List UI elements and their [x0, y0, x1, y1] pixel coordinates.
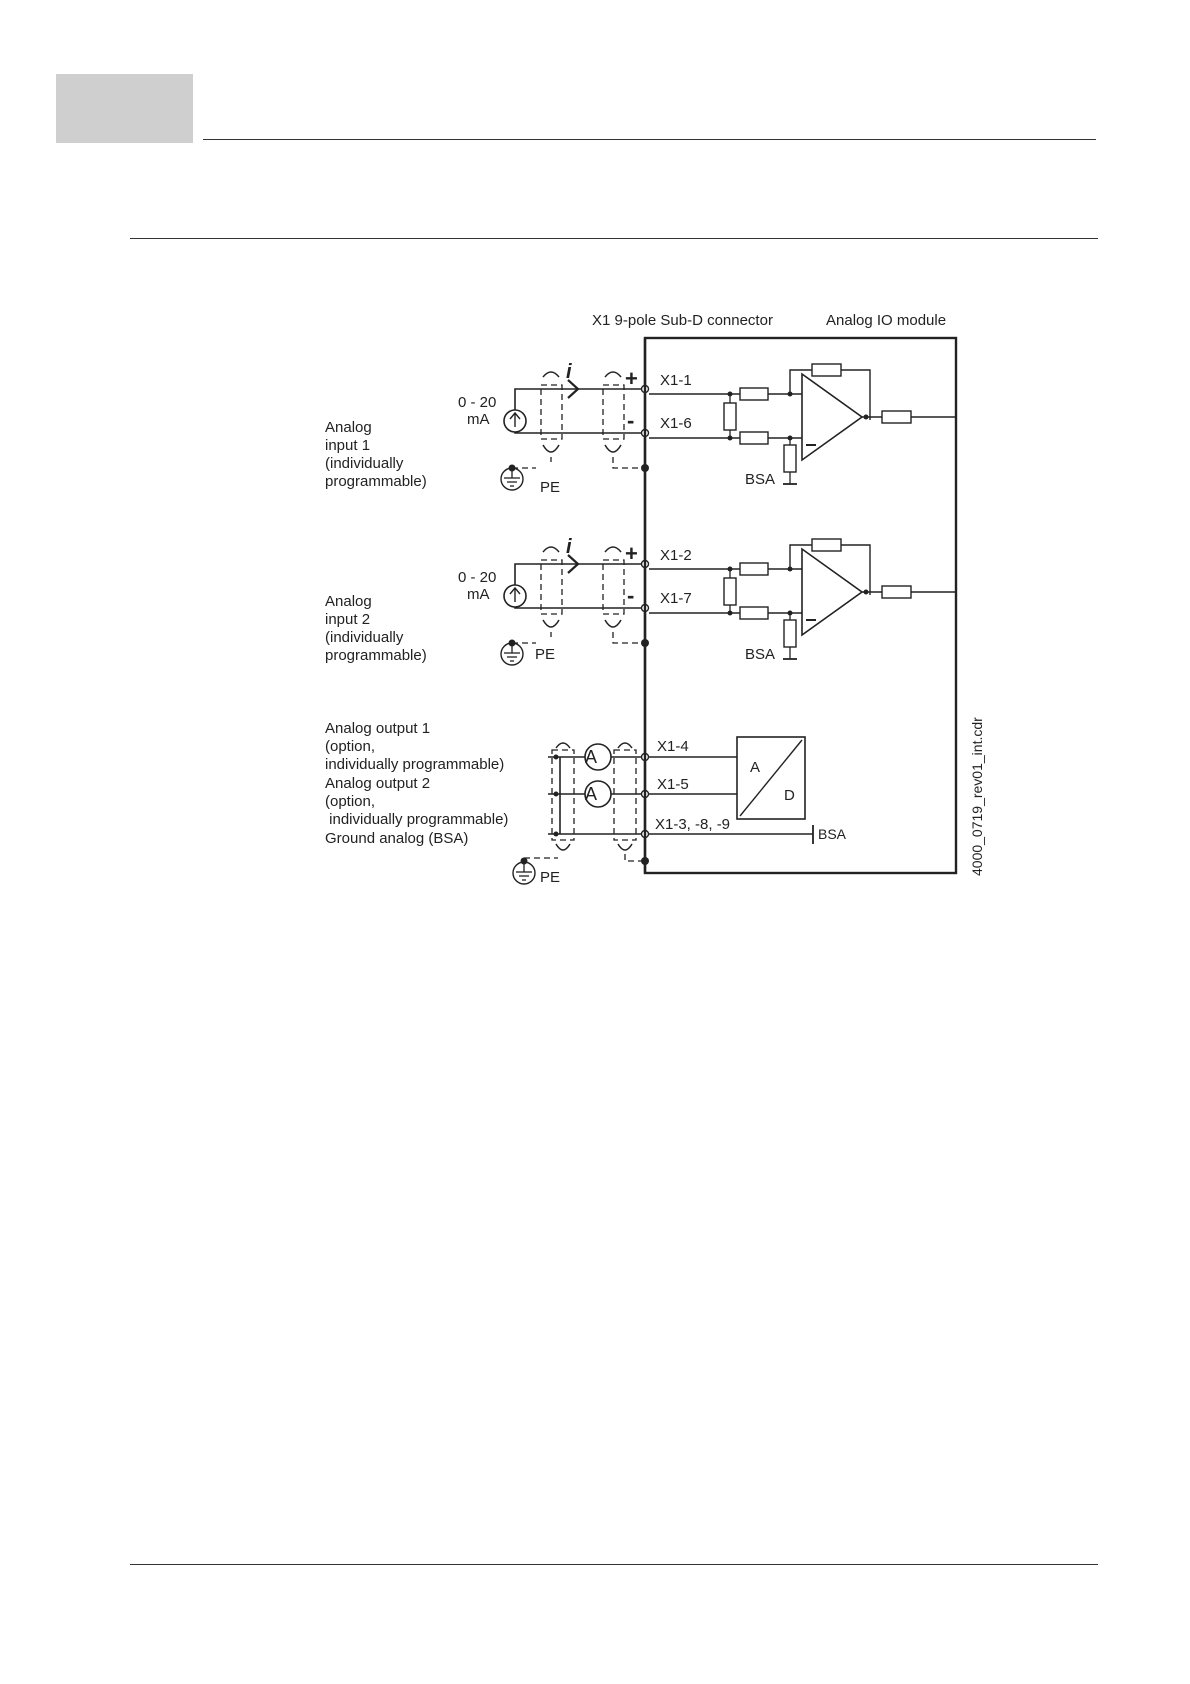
- ground-analog-label: Ground analog (BSA): [325, 830, 468, 847]
- svg-text:individually programmable): individually programmable): [325, 756, 504, 773]
- analog-outputs-circuit: [512, 736, 814, 885]
- pin-x1-5: X1-5: [657, 776, 689, 793]
- svg-text:(option,: (option,: [325, 738, 375, 755]
- pin-x1-3-8-9: X1-3, -8, -9: [655, 816, 730, 833]
- pe-label-2: PE: [535, 646, 555, 663]
- plus-sign-2: +: [625, 541, 638, 566]
- svg-text:Analog: Analog: [325, 593, 372, 610]
- ammeter-1-label: A: [585, 747, 597, 767]
- minus-sign-2: -: [627, 583, 634, 608]
- current-symbol-2: i: [566, 536, 572, 558]
- adc-d-label: D: [784, 787, 795, 804]
- plus-sign-1: +: [625, 366, 638, 391]
- module-title: Analog IO module: [826, 312, 946, 329]
- svg-text:programmable): programmable): [325, 473, 427, 490]
- analog-output-1-label: Analog output 1 (option, individually pr…: [325, 720, 504, 773]
- pin-x1-7: X1-7: [660, 590, 692, 607]
- source-label-1-range: 0 - 20: [458, 394, 496, 411]
- source-label-1-unit: mA: [467, 411, 490, 428]
- file-reference: 4000_0719_rev01_int.cdr: [969, 717, 985, 876]
- svg-text:(individually: (individually: [325, 629, 404, 646]
- source-label-2-unit: mA: [467, 586, 490, 603]
- pin-x1-2: X1-2: [660, 547, 692, 564]
- current-symbol-1: i: [566, 361, 572, 383]
- bsa-label-1: BSA: [745, 471, 775, 488]
- connector-title: X1 9-pole Sub-D connector: [592, 312, 773, 329]
- footer-rule: [130, 1564, 1098, 1565]
- ammeter-2-icon: [584, 780, 612, 808]
- svg-text:Analog output 2: Analog output 2: [325, 775, 430, 792]
- pin-x1-6: X1-6: [660, 415, 692, 432]
- adc-a-label: A: [750, 759, 760, 776]
- svg-text:Analog: Analog: [325, 419, 372, 436]
- pe-label-1: PE: [540, 479, 560, 496]
- bsa-label-3: BSA: [818, 826, 847, 842]
- ammeter-2-label: A: [585, 784, 597, 804]
- header-rule: [203, 139, 1096, 140]
- svg-text:individually programmable): individually programmable): [325, 811, 508, 828]
- minus-sign-1: -: [627, 408, 634, 433]
- bsa-label-2: BSA: [745, 646, 775, 663]
- section-tab-block: [56, 74, 193, 143]
- analog-output-2-label: Analog output 2 (option, individually pr…: [325, 775, 508, 828]
- svg-text:input 2: input 2: [325, 611, 370, 628]
- source-label-2-range: 0 - 20: [458, 569, 496, 586]
- svg-text:input 1: input 1: [325, 437, 370, 454]
- pe-label-3: PE: [540, 869, 560, 886]
- pin-x1-4: X1-4: [657, 738, 689, 755]
- svg-text:(individually: (individually: [325, 455, 404, 472]
- analog-input-1-label: Analog input 1 (individually programmabl…: [325, 419, 427, 490]
- title-rule: [130, 238, 1098, 239]
- ammeter-1-icon: [584, 743, 612, 771]
- analog-input-2-label: Analog input 2 (individually programmabl…: [325, 593, 427, 664]
- svg-text:programmable): programmable): [325, 647, 427, 664]
- pin-x1-1: X1-1: [660, 372, 692, 389]
- svg-text:Analog output 1: Analog output 1: [325, 720, 430, 737]
- svg-text:(option,: (option,: [325, 793, 375, 810]
